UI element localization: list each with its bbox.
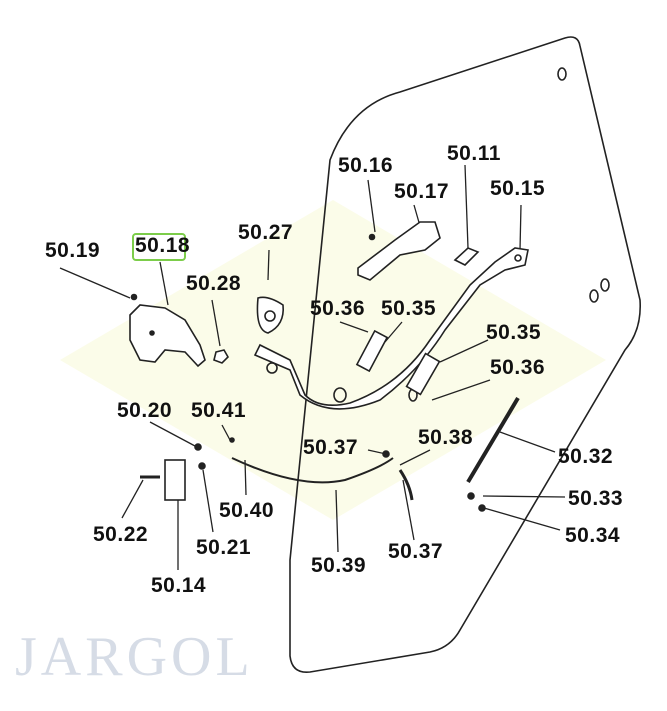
part-50-32-gas-strut (466, 396, 520, 484)
label-50-18[interactable]: 50.18 (135, 234, 191, 257)
label-50-17[interactable]: 50.17 (394, 180, 450, 203)
label-50-36-right[interactable]: 50.36 (490, 356, 546, 379)
part-50-39-cable (231, 457, 394, 484)
door-glass-outline (289, 36, 642, 673)
label-50-19[interactable]: 50.19 (45, 239, 101, 262)
label-50-36[interactable]: 50.36 (310, 297, 366, 320)
part-50-35-left (355, 329, 389, 373)
label-50-14[interactable]: 50.14 (151, 574, 207, 597)
label-50-27[interactable]: 50.27 (238, 221, 294, 244)
part-50-17 (357, 221, 441, 281)
part-50-18 (129, 304, 206, 368)
glass-hole (557, 67, 567, 81)
label-50-41[interactable]: 50.41 (191, 399, 247, 422)
part-50-27 (256, 296, 285, 334)
label-50-35[interactable]: 50.35 (381, 297, 437, 320)
glass-hole (333, 387, 347, 403)
label-50-37-lower[interactable]: 50.37 (388, 540, 444, 563)
label-50-35-right[interactable]: 50.35 (486, 321, 542, 344)
part-50-14 (164, 459, 186, 501)
label-50-22[interactable]: 50.22 (93, 523, 149, 546)
label-50-34[interactable]: 50.34 (565, 524, 621, 547)
label-50-38[interactable]: 50.38 (418, 426, 474, 449)
label-50-16[interactable]: 50.16 (338, 154, 394, 177)
part-50-35-right (405, 352, 441, 396)
part-50-37-cable-end (398, 469, 414, 501)
part-50-28 (213, 349, 229, 364)
label-50-15[interactable]: 50.15 (490, 177, 546, 200)
watermark-diamond (60, 200, 606, 520)
label-50-20[interactable]: 50.20 (117, 399, 173, 422)
label-50-37[interactable]: 50.37 (303, 436, 359, 459)
label-50-28[interactable]: 50.28 (186, 272, 242, 295)
part-50-11 (453, 247, 480, 266)
label-50-40[interactable]: 50.40 (219, 499, 275, 522)
watermark-logo: JARGOL (15, 626, 254, 688)
leader-lines (59, 164, 566, 570)
label-50-21[interactable]: 50.21 (196, 536, 252, 559)
glass-hole (589, 289, 599, 303)
part-50-15-lever-rod (253, 247, 529, 410)
highlight-box-50-18 (132, 233, 186, 261)
label-50-32[interactable]: 50.32 (558, 445, 614, 468)
label-50-11[interactable]: 50.11 (447, 142, 501, 165)
label-50-33[interactable]: 50.33 (568, 487, 624, 510)
label-50-39[interactable]: 50.39 (311, 554, 367, 577)
glass-hole (600, 278, 610, 292)
